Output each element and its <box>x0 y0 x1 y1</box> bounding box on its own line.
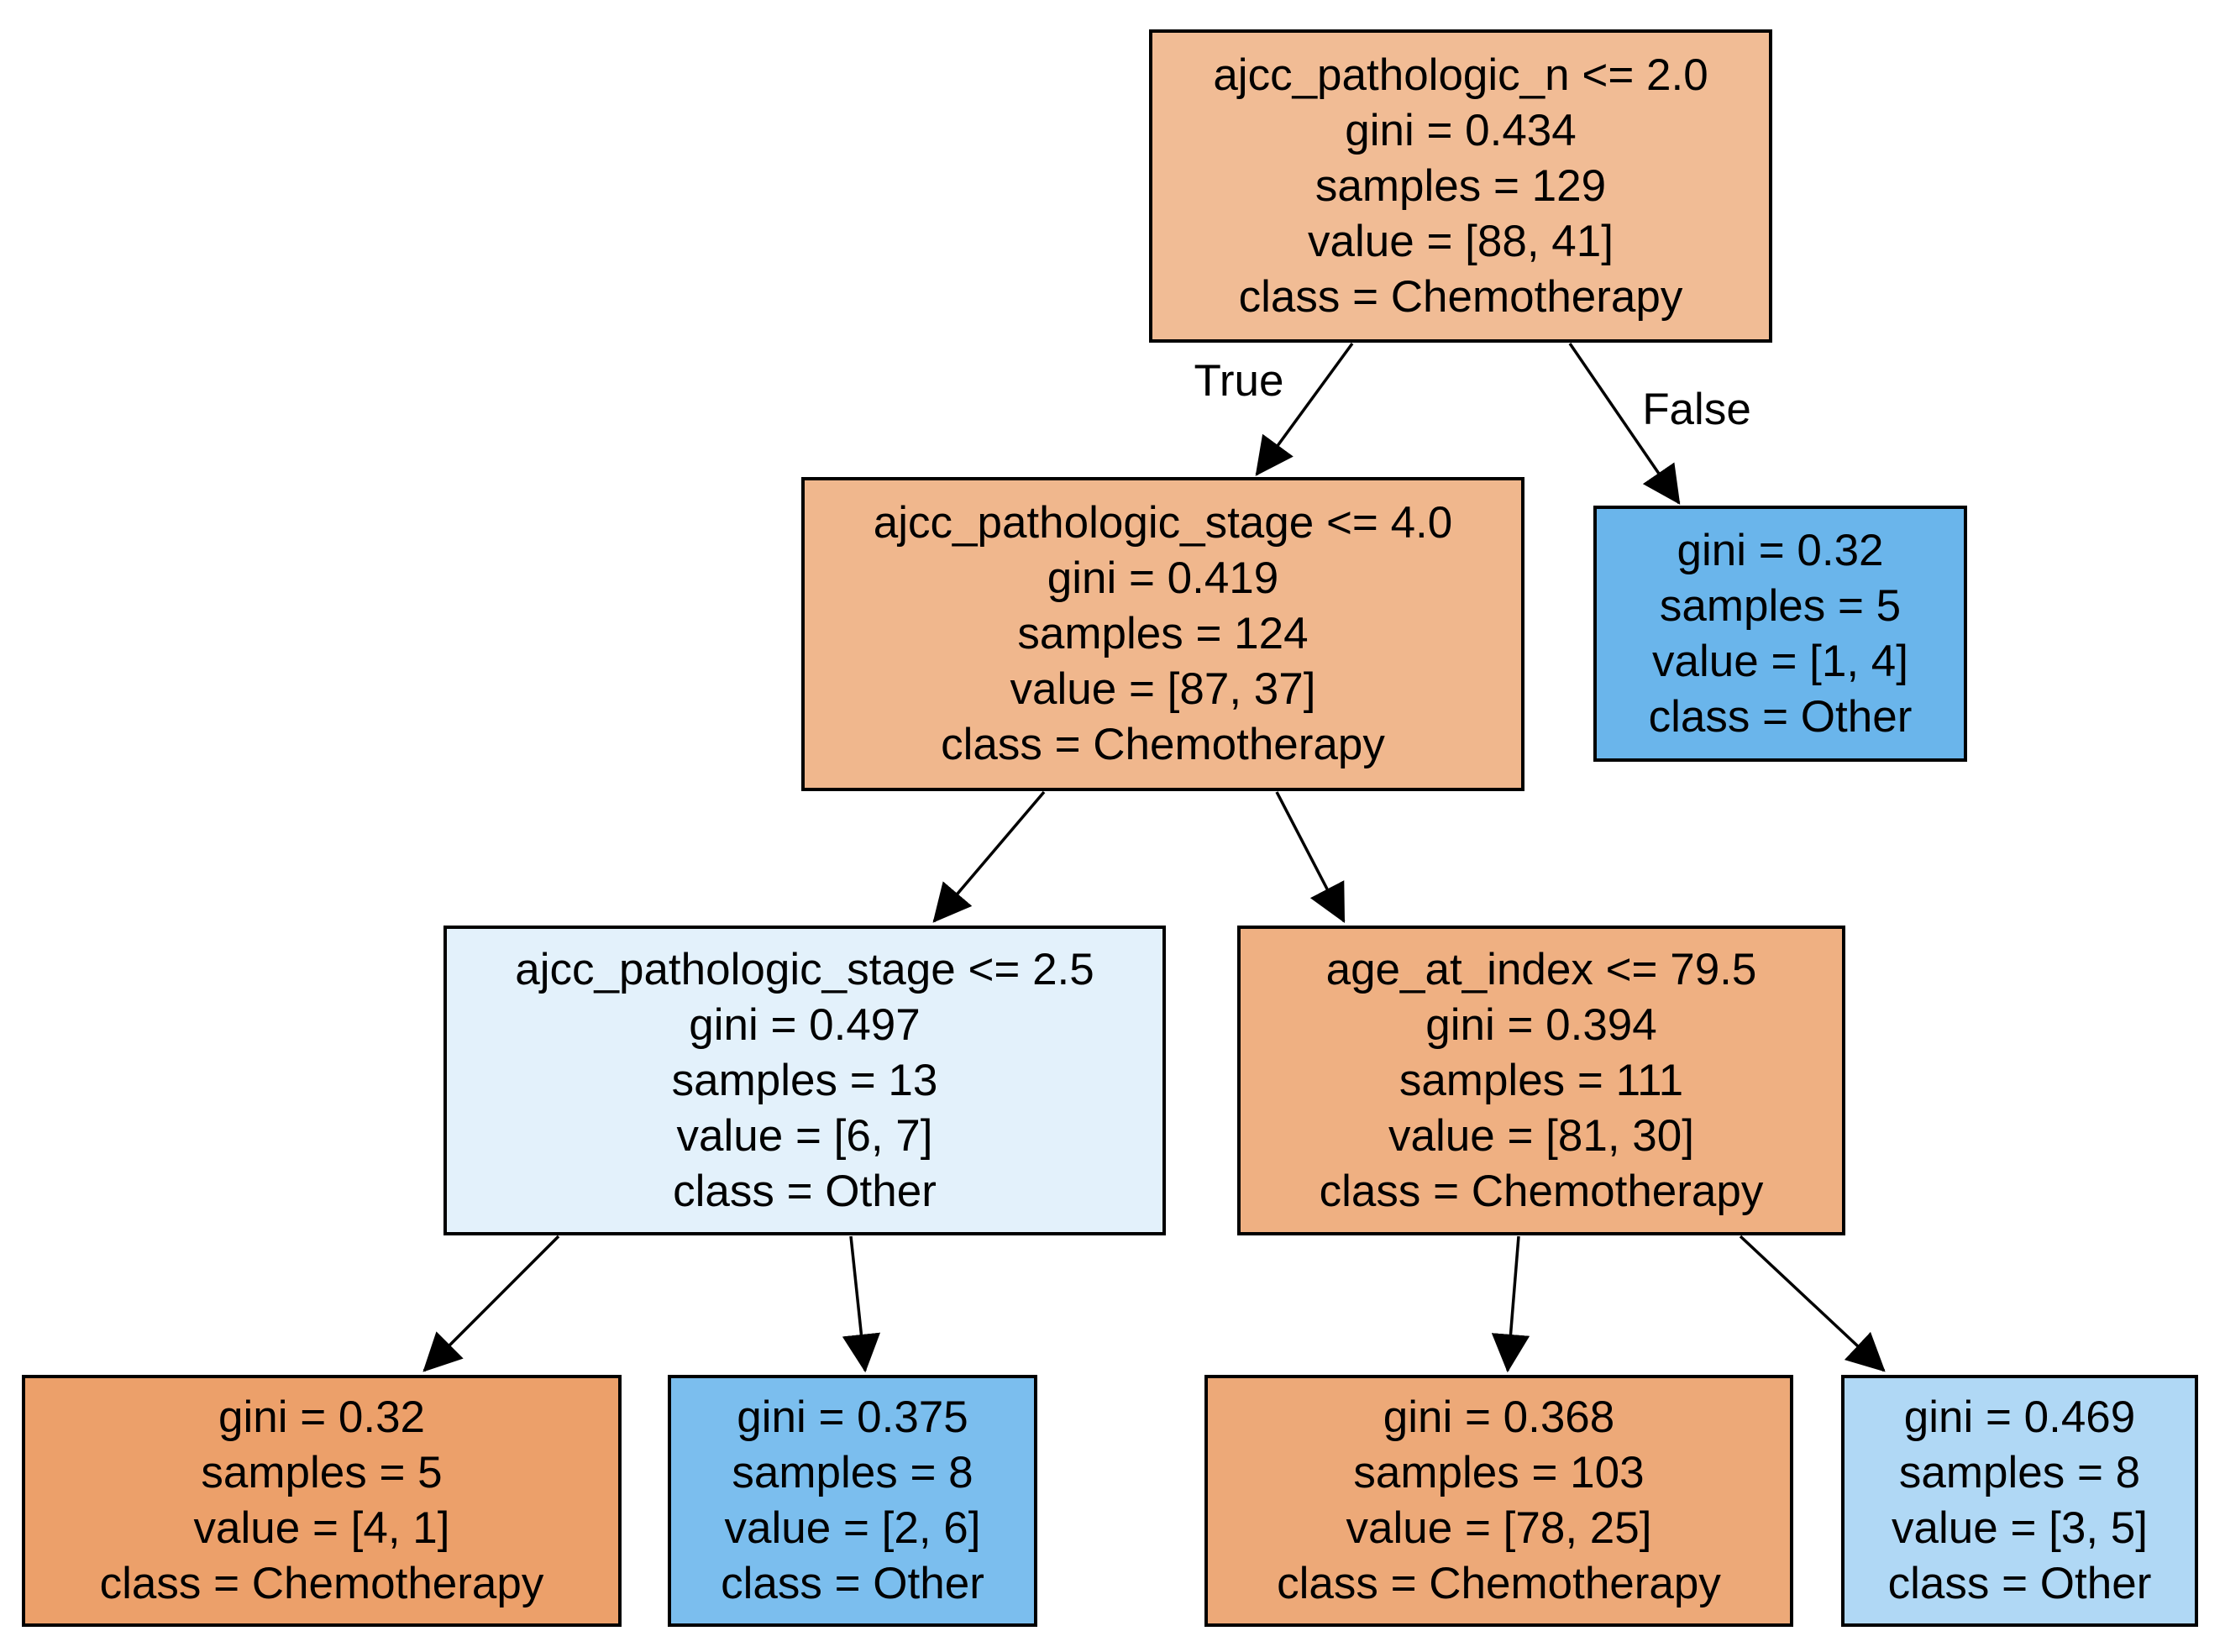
node-gini: gini = 0.469 <box>1903 1392 2136 1442</box>
node-gini: gini = 0.394 <box>1425 999 1657 1050</box>
node-class: class = Chemotherapy <box>941 720 1385 769</box>
edge-stage-left <box>932 790 1046 923</box>
node-gini: gini = 0.368 <box>1383 1392 1615 1442</box>
node-samples: samples = 111 <box>1398 1055 1684 1105</box>
tree-node-leaf-chemo-2: gini = 0.368 samples = 103 value = [78, … <box>1204 1375 1793 1627</box>
tree-node-leaf-chemo-1: gini = 0.32 samples = 5 value = [4, 1] c… <box>22 1375 622 1627</box>
node-samples: samples = 8 <box>1898 1448 2141 1497</box>
node-value: value = [6, 7] <box>676 1110 933 1161</box>
node-samples: samples = 5 <box>1659 580 1902 631</box>
node-condition: ajcc_pathologic_stage <= 2.5 <box>515 944 1094 994</box>
node-samples: samples = 103 <box>1353 1448 1645 1497</box>
node-value: value = [3, 5] <box>1892 1503 2148 1553</box>
node-class: class = Other <box>673 1166 937 1216</box>
node-gini: gini = 0.497 <box>689 999 921 1050</box>
true-edge-label: True <box>1194 356 1284 406</box>
tree-node-stage25-split: ajcc_pathologic_stage <= 2.5 gini = 0.49… <box>443 926 1166 1235</box>
tree-node-leaf-other-3: gini = 0.469 samples = 8 value = [3, 5] … <box>1841 1375 2198 1627</box>
node-value: value = [1, 4] <box>1652 636 1908 686</box>
false-edge-label: False <box>1642 385 1751 434</box>
tree-node-stage-split: ajcc_pathologic_stage <= 4.0 gini = 0.41… <box>801 477 1524 791</box>
node-gini: gini = 0.375 <box>737 1392 968 1442</box>
tree-node-age-split: age_at_index <= 79.5 gini = 0.394 sample… <box>1237 926 1845 1235</box>
edge-stage25-left <box>422 1235 560 1372</box>
node-samples: samples = 13 <box>671 1055 938 1105</box>
node-samples: samples = 129 <box>1315 160 1607 211</box>
node-gini: gini = 0.32 <box>1677 525 1884 575</box>
node-class: class = Chemotherapy <box>1319 1166 1764 1216</box>
node-value: value = [88, 41] <box>1308 216 1614 266</box>
node-condition: age_at_index <= 79.5 <box>1325 944 1757 994</box>
tree-node-leaf-other-1: gini = 0.32 samples = 5 value = [1, 4] c… <box>1593 506 1967 762</box>
node-value: value = [2, 6] <box>724 1503 981 1553</box>
node-condition: ajcc_pathologic_n <= 2.0 <box>1213 50 1708 100</box>
node-value: value = [4, 1] <box>193 1503 450 1553</box>
tree-node-leaf-other-2: gini = 0.375 samples = 8 value = [2, 6] … <box>668 1375 1037 1627</box>
edge-age-right <box>1739 1235 1886 1372</box>
node-samples: samples = 124 <box>1017 609 1309 658</box>
node-condition: ajcc_pathologic_stage <= 4.0 <box>873 498 1453 548</box>
node-class: class = Chemotherapy <box>99 1559 544 1608</box>
node-value: value = [78, 25] <box>1346 1503 1652 1553</box>
node-class: class = Chemotherapy <box>1277 1559 1721 1608</box>
node-class: class = Other <box>721 1559 984 1608</box>
node-gini: gini = 0.419 <box>1047 553 1279 603</box>
node-gini: gini = 0.434 <box>1345 105 1577 155</box>
node-class: class = Chemotherapy <box>1238 271 1683 322</box>
edge-root-false <box>1568 343 1681 505</box>
node-class: class = Other <box>1648 691 1913 742</box>
node-value: value = [87, 37] <box>1010 664 1316 714</box>
edge-stage-right <box>1275 791 1346 924</box>
node-value: value = [81, 30] <box>1388 1110 1694 1161</box>
node-samples: samples = 5 <box>201 1448 443 1497</box>
edge-root-true <box>1255 342 1354 476</box>
node-samples: samples = 8 <box>732 1448 973 1497</box>
edge-age-left <box>1491 1235 1530 1373</box>
node-class: class = Other <box>1887 1559 2152 1608</box>
tree-node-root: ajcc_pathologic_n <= 2.0 gini = 0.434 sa… <box>1149 29 1772 343</box>
edge-stage25-right <box>842 1235 881 1373</box>
node-gini: gini = 0.32 <box>218 1392 426 1442</box>
